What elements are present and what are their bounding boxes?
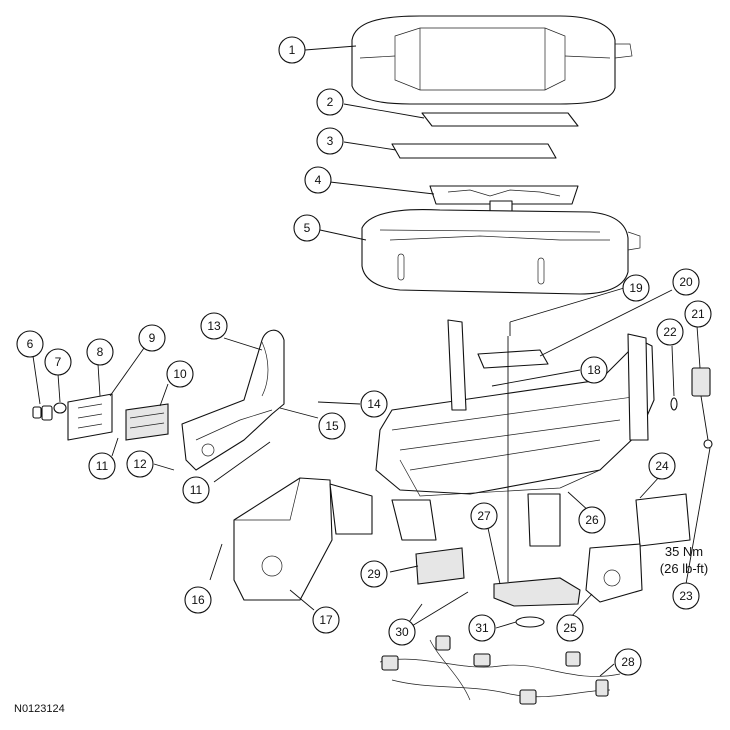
callout-27-label: 27: [477, 509, 491, 523]
callout-25-label: 25: [563, 621, 577, 635]
callout-21: 21: [684, 300, 712, 328]
seat-control-module: [415, 547, 465, 585]
callout-24-label: 24: [655, 459, 669, 473]
seat-frame-track-assembly: [375, 319, 655, 547]
seat-belt-buckle: [691, 367, 713, 449]
grommet: [515, 616, 545, 628]
callout-15-label: 15: [325, 419, 339, 433]
callout-7: 7: [44, 348, 72, 376]
callout-19: 19: [622, 274, 650, 302]
callout-6: 6: [16, 330, 44, 358]
switch-bezel: [67, 393, 113, 441]
callout-3-label: 3: [327, 134, 334, 148]
callout-13: 13: [200, 312, 228, 340]
cushion-pad-plate: [421, 112, 579, 127]
callout-5: 5: [293, 214, 321, 242]
clip: [32, 406, 42, 419]
callout-4-label: 4: [315, 173, 322, 187]
callout-18: 18: [580, 356, 608, 384]
callout-30-label: 30: [395, 625, 409, 639]
callout-20-label: 20: [679, 275, 693, 289]
callout-8-label: 8: [97, 345, 104, 359]
callout-8: 8: [86, 338, 114, 366]
callout-17-label: 17: [319, 613, 333, 627]
knob: [53, 402, 67, 414]
callout-30: 30: [388, 618, 416, 646]
callout-27: 27: [470, 502, 498, 530]
callout-11-left-label: 11: [96, 459, 109, 473]
callout-13-label: 13: [207, 319, 221, 333]
callout-18-label: 18: [587, 363, 601, 377]
callout-31: 31: [468, 614, 496, 642]
callout-14: 14: [360, 390, 388, 418]
callout-23-label: 23: [679, 589, 693, 603]
leader-lines: [32, 45, 711, 677]
callout-31-label: 31: [475, 621, 489, 635]
torque-spec-lbft: (26 lb-ft): [660, 561, 708, 576]
callout-28-label: 28: [621, 655, 635, 669]
outer-side-shield: [181, 329, 285, 471]
callout-9: 9: [138, 324, 166, 352]
callout-17: 17: [312, 606, 340, 634]
callout-9-label: 9: [149, 331, 156, 345]
callout-22: 22: [656, 318, 684, 346]
callout-7-label: 7: [55, 355, 62, 369]
module-bracket: [477, 349, 549, 369]
callout-10: 10: [166, 360, 194, 388]
buckle-clip: [670, 397, 678, 411]
callout-3: 3: [316, 127, 344, 155]
callout-16: 16: [184, 586, 212, 614]
callout-10-label: 10: [173, 367, 187, 381]
seat-cushion-cover: [351, 15, 633, 105]
heater-mat: [391, 143, 557, 159]
seat-track-motor: [493, 577, 581, 607]
callout-24: 24: [648, 452, 676, 480]
callout-12: 12: [126, 450, 154, 478]
callout-26-label: 26: [585, 513, 599, 527]
torque-spec-nm: 35 Nm: [665, 544, 703, 559]
callout-19-label: 19: [629, 281, 643, 295]
callout-2: 2: [316, 88, 344, 116]
callout-5-label: 5: [304, 221, 311, 235]
callout-11-mid: 11: [182, 476, 210, 504]
outboard-side-shield: [233, 477, 373, 601]
callout-23: 23: [672, 582, 700, 610]
seat-control-switch: [125, 403, 169, 441]
callout-15: 15: [318, 412, 346, 440]
inboard-shield: [585, 543, 643, 603]
callout-11-mid-label: 11: [190, 483, 203, 497]
callout-14-label: 14: [367, 397, 381, 411]
callout-16-label: 16: [191, 593, 205, 607]
occupant-sensor-assembly: [429, 185, 579, 212]
inboard-side-trim: [635, 493, 691, 547]
callout-1-label: 1: [289, 43, 296, 57]
seat-wiring-harness: [379, 635, 621, 705]
callout-29-label: 29: [367, 567, 381, 581]
callout-11-left: 11: [88, 452, 116, 480]
seat-cushion-foam: [361, 209, 641, 295]
bezel-cap: [41, 405, 53, 421]
callout-6-label: 6: [27, 337, 34, 351]
callout-29: 29: [360, 560, 388, 588]
callout-2-label: 2: [327, 95, 334, 109]
callout-4: 4: [304, 166, 332, 194]
callout-26: 26: [578, 506, 606, 534]
callout-22-label: 22: [663, 325, 677, 339]
figure-id: N0123124: [14, 703, 65, 715]
callout-25: 25: [556, 614, 584, 642]
callout-12-label: 12: [133, 457, 147, 471]
callout-20: 20: [672, 268, 700, 296]
callout-1: 1: [278, 36, 306, 64]
callout-21-label: 21: [691, 307, 705, 321]
callout-28: 28: [614, 648, 642, 676]
